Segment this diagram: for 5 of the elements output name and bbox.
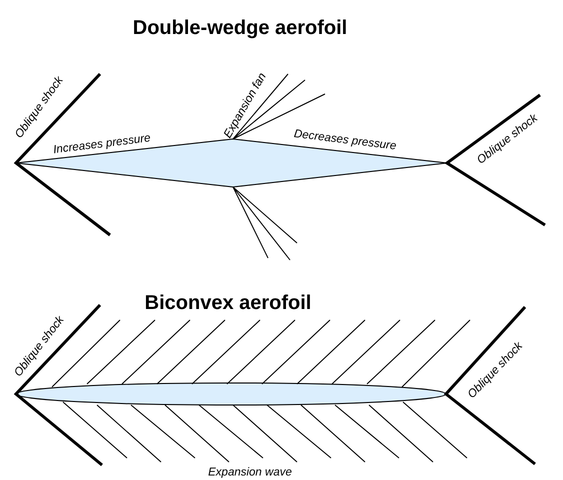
section-heading: Double-wedge aerofoil <box>132 18 348 38</box>
section-heading: Biconvex aerofoil <box>144 293 312 313</box>
wave-label: Expansion wave <box>208 467 292 479</box>
pressure-label: Decreases pressure <box>293 129 397 153</box>
pressure-label: Increases pressure <box>52 133 152 157</box>
